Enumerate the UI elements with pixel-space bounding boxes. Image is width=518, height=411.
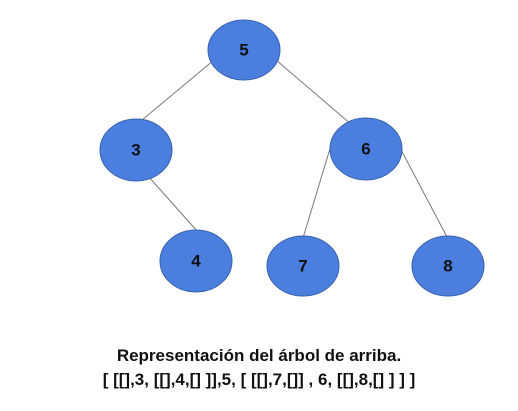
edge-5-3: [135, 59, 215, 126]
node-value: 3: [131, 141, 140, 160]
edge-3-4: [147, 175, 199, 233]
node-circle: [159, 229, 233, 293]
tree-node-3: 3: [99, 118, 173, 182]
node-value: 4: [191, 252, 201, 271]
tree-nodes: 5 3 6 4 7 8: [99, 19, 485, 297]
node-circle: [99, 118, 173, 182]
tree-node-7: 7: [266, 235, 340, 297]
binary-tree-diagram: 5 3 6 4 7 8: [99, 19, 485, 297]
node-value: 8: [443, 257, 452, 276]
tree-node-4: 4: [159, 229, 233, 293]
tree-node-6: 6: [329, 117, 403, 181]
edge-5-6: [275, 59, 353, 126]
node-circle: [266, 235, 340, 297]
tree-representation: [ [[],3, [[],4,[] ]],5, [ [[],7,[]] , 6,…: [102, 370, 416, 389]
node-circle: [411, 235, 485, 297]
tree-edges: [135, 59, 448, 239]
caption-title: Representación del árbol de arriba.: [116, 346, 402, 365]
tree-node-5: 5: [207, 19, 281, 81]
node-circle: [329, 117, 403, 181]
edge-6-8: [396, 141, 448, 238]
node-value: 7: [298, 257, 307, 276]
node-circle: [207, 19, 281, 81]
node-value: 6: [361, 140, 370, 159]
edge-6-7: [302, 141, 333, 239]
tree-node-8: 8: [411, 235, 485, 297]
node-value: 5: [239, 41, 248, 60]
